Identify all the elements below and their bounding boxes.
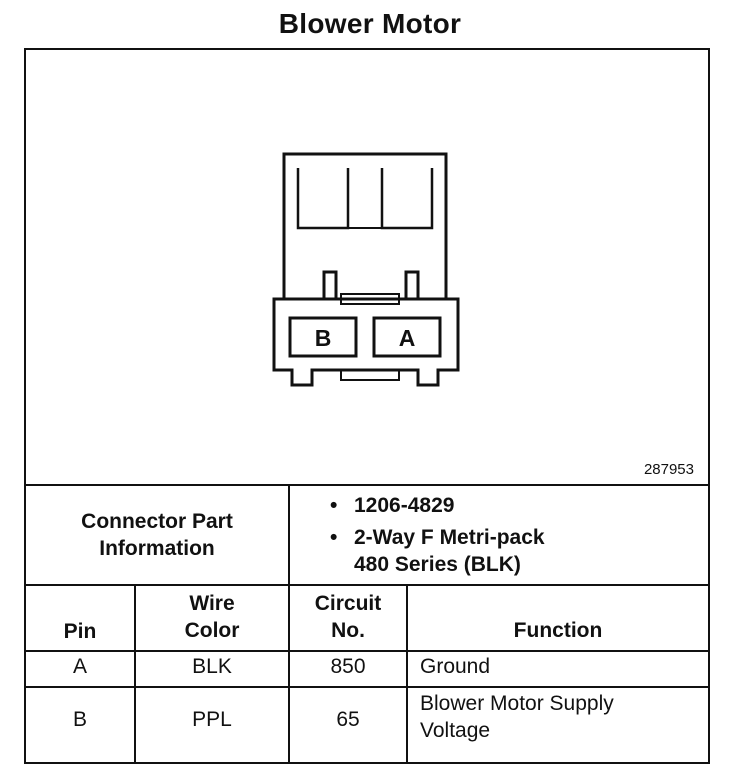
header-wire-line1: Wire xyxy=(189,592,235,615)
pin-label-a: A xyxy=(399,325,416,351)
pin-cavity-b xyxy=(288,316,358,358)
connector-type-line2: 480 Series (BLK) xyxy=(354,553,521,576)
row-a-pin: A xyxy=(72,655,87,678)
connector-document: B A 287953 Connector Part Information • … xyxy=(24,48,710,764)
connector-part-label-line2: Information xyxy=(99,537,215,560)
pinout-table: Pin Wire Color Circuit No. Function A BL… xyxy=(26,586,708,762)
pin-label-b: B xyxy=(315,325,332,351)
part-number: 1206-4829 xyxy=(354,494,455,517)
connector-housing-upper xyxy=(282,152,448,301)
connector-housing-lower xyxy=(272,270,460,387)
header-circuit-line2: No. xyxy=(331,619,365,642)
header-wire-color: Wire Color xyxy=(136,590,288,644)
connector-bottom-key xyxy=(340,369,400,381)
row-b-function-line2: Voltage xyxy=(420,719,491,742)
connector-part-label-line1: Connector Part xyxy=(81,510,233,533)
connector-face-drawing: B A xyxy=(272,152,460,387)
pin-cavity-a xyxy=(372,316,442,358)
page-title: Blower Motor xyxy=(278,8,462,39)
header-function: Function xyxy=(513,619,603,642)
header-circuit-line1: Circuit xyxy=(314,592,382,615)
row-a-circuit: 850 xyxy=(330,655,366,678)
row-b-pin: B xyxy=(72,708,87,731)
header-pin: Pin xyxy=(63,620,97,643)
row-b-function-line1: Blower Motor Supply xyxy=(420,692,614,715)
header-circuit-no: Circuit No. xyxy=(290,590,406,644)
row-b-circuit: 65 xyxy=(336,708,360,731)
row-b-function: Blower Motor Supply Voltage xyxy=(420,690,708,744)
diagram-id: 287953 xyxy=(643,461,694,478)
header-wire-line2: Color xyxy=(184,619,240,642)
connector-part-info-row: Connector Part Information • 1206-4829 •… xyxy=(26,486,708,586)
bullet-mark: • xyxy=(330,526,338,549)
connector-diagram-area: B A 287953 xyxy=(26,50,708,486)
connector-key-slot xyxy=(340,293,400,305)
connector-part-list: • 1206-4829 • 2-Way F Metri-pack 480 Ser… xyxy=(290,486,708,584)
connector-latch-channel xyxy=(296,168,434,230)
row-b-color: PPL xyxy=(192,708,232,731)
bullet-mark: • xyxy=(330,494,338,517)
connector-type-line1: 2-Way F Metri-pack xyxy=(354,526,545,549)
row-a-function: Ground xyxy=(420,655,491,678)
connector-part-label: Connector Part Information xyxy=(26,486,290,584)
row-a-color: BLK xyxy=(192,655,232,678)
